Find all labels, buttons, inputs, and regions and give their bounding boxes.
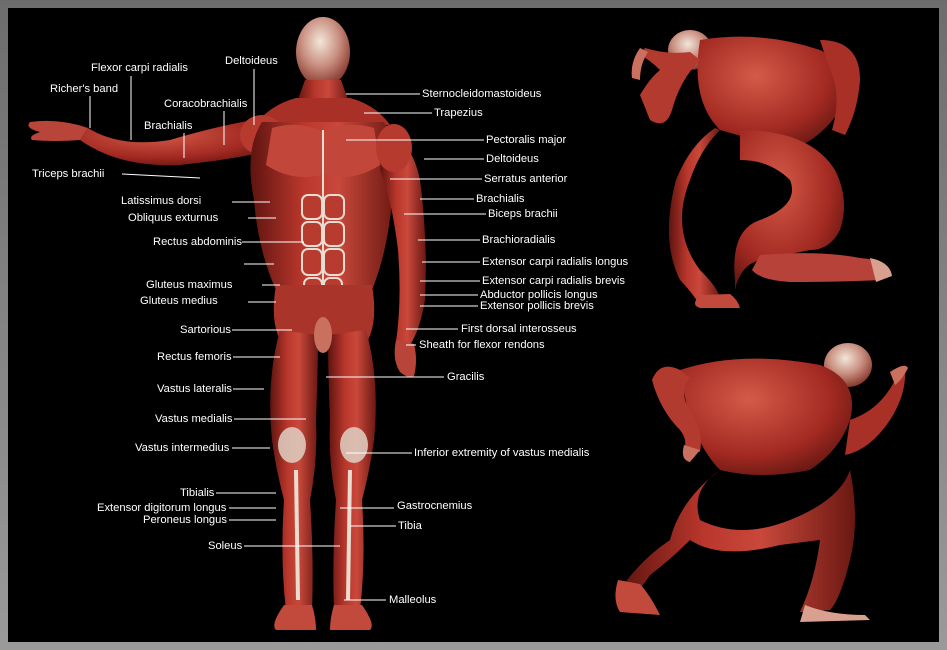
label-sternocleidomastoideus: Sternocleidomastoideus bbox=[422, 88, 542, 100]
label-deltoideus-right: Deltoideus bbox=[486, 153, 539, 165]
crouching-figure-bottom bbox=[615, 343, 908, 622]
right-leg bbox=[328, 330, 376, 610]
label-triceps-brachii: Triceps brachii bbox=[32, 168, 105, 180]
label-brachialis-left: Brachialis bbox=[144, 120, 193, 132]
label-gluteus-maximus: Gluteus maximus bbox=[146, 279, 233, 291]
left-hand bbox=[28, 120, 88, 141]
left-foot bbox=[274, 605, 316, 630]
groin bbox=[314, 317, 332, 353]
label-coracobrachialis: Coracobrachialis bbox=[164, 98, 248, 110]
label-tibialis: Tibialis bbox=[180, 487, 215, 499]
label-flexor-carpi-radialis: Flexor carpi radialis bbox=[91, 62, 188, 74]
leader-lines bbox=[89, 69, 486, 601]
label-gracilis: Gracilis bbox=[447, 371, 485, 383]
label-richers-band: Richer's band bbox=[50, 83, 119, 95]
label-sartorious: Sartorious bbox=[180, 324, 231, 336]
label-extensor-carpi-radialis-longus: Extensor carpi radialis longus bbox=[482, 256, 629, 268]
label-gluteus-medius: Gluteus medius bbox=[140, 295, 218, 307]
label-abductor-pollicis-longus: Abductor pollicis longus bbox=[480, 289, 598, 301]
label-soleus: Soleus bbox=[208, 540, 243, 552]
trapezius-shape bbox=[255, 98, 390, 125]
label-latissimus-dorsi: Latissimus dorsi bbox=[121, 195, 202, 207]
left-leg bbox=[270, 330, 318, 610]
label-sheath-flexor: Sheath for flexor rendons bbox=[419, 339, 545, 351]
label-extensor-digitorum-longus: Extensor digitorum longus bbox=[97, 502, 227, 514]
label-vastus-lateralis: Vastus lateralis bbox=[157, 383, 233, 395]
label-deltoideus-top: Deltoideus bbox=[225, 55, 278, 67]
right-knee bbox=[340, 427, 368, 463]
label-inferior-vastus-medialis: Inferior extremity of vastus medialis bbox=[414, 447, 590, 459]
label-pectoralis-major: Pectoralis major bbox=[486, 134, 567, 146]
label-vastus-medialis: Vastus medialis bbox=[155, 413, 233, 425]
label-trapezius: Trapezius bbox=[434, 107, 483, 119]
left-arm bbox=[80, 118, 275, 166]
right-pectoral bbox=[324, 124, 380, 178]
left-knee bbox=[278, 427, 306, 463]
label-biceps-brachii: Biceps brachii bbox=[488, 208, 558, 220]
label-peroneus-longus: Peroneus longus bbox=[143, 514, 227, 526]
label-gastrocnemius: Gastrocnemius bbox=[397, 500, 473, 512]
right-hand bbox=[394, 340, 416, 378]
right-deltoid bbox=[376, 124, 412, 172]
label-serratus-anterior: Serratus anterior bbox=[484, 173, 568, 185]
label-rectus-abdominis: Rectus abdominis bbox=[153, 236, 242, 248]
label-extensor-pollicis-brevis: Extensor pollicis brevis bbox=[480, 300, 594, 312]
left-pectoral bbox=[266, 124, 322, 178]
label-rectus-femoris: Rectus femoris bbox=[157, 351, 232, 363]
label-brachioradialis: Brachioradialis bbox=[482, 234, 556, 246]
right-foot bbox=[330, 605, 372, 630]
label-malleolus: Malleolus bbox=[389, 594, 437, 606]
label-extensor-carpi-radialis-brevis: Extensor carpi radialis brevis bbox=[482, 275, 626, 287]
label-tibia: Tibia bbox=[398, 520, 422, 532]
label-vastus-intermedius: Vastus intermedius bbox=[135, 442, 230, 454]
front-figure bbox=[28, 17, 426, 630]
crouching-figure-top bbox=[631, 30, 892, 308]
right-arm bbox=[380, 130, 426, 345]
pelvis bbox=[273, 285, 375, 340]
head bbox=[296, 17, 350, 87]
label-brachialis-right: Brachialis bbox=[476, 193, 525, 205]
label-obliquus-externus: Obliquus exturnus bbox=[128, 212, 219, 224]
label-first-dorsal-interosseus: First dorsal interosseus bbox=[461, 323, 577, 335]
